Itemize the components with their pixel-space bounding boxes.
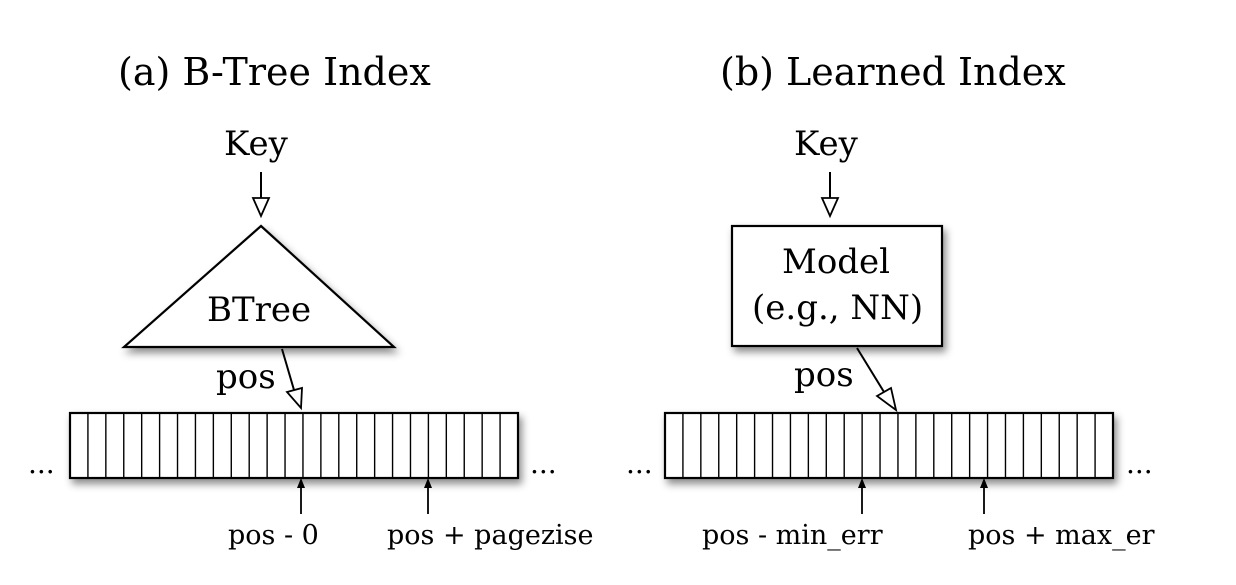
marker-arrowhead-right-b — [980, 478, 988, 488]
pos-label-b: pos — [794, 355, 854, 395]
marker-label-right-a: pos + pagezise — [387, 520, 594, 551]
record-array-b — [663, 411, 1115, 480]
btree-node-label: BTree — [207, 290, 312, 330]
panel-b — [663, 172, 1115, 514]
marker-arrowhead-right-a — [424, 478, 432, 488]
array-a-frame — [68, 411, 520, 480]
key-label-b: Key — [794, 124, 858, 164]
panel-a-title: (a) B-Tree Index — [118, 50, 431, 94]
pos-arrow-shaft-a — [281, 348, 295, 391]
ellipsis-right-b: ... — [1126, 447, 1153, 480]
pos-arrow-head-a — [285, 386, 303, 411]
pos-arrow-head-b — [875, 386, 898, 413]
pos-label-a: pos — [216, 357, 276, 397]
key-arrow-head-a — [251, 197, 271, 219]
marker-arrowhead-left-b — [858, 478, 866, 488]
model-label-line1: Model — [782, 242, 891, 282]
key-label-a: Key — [224, 124, 288, 164]
btree-triangle — [121, 224, 397, 349]
array-b-frame — [663, 411, 1115, 480]
ellipsis-left-b: ... — [626, 447, 653, 480]
model-box — [730, 224, 944, 348]
key-arrow-head-b — [820, 197, 840, 219]
marker-label-right-b: pos + max_er — [968, 520, 1155, 551]
marker-arrowhead-left-a — [297, 478, 305, 488]
ellipsis-right-a: ... — [530, 447, 557, 480]
model-label-line2: (e.g., NN) — [752, 288, 924, 328]
panel-a — [68, 172, 520, 514]
record-array-a — [68, 411, 520, 480]
marker-label-left-b: pos - min_err — [702, 520, 883, 551]
marker-label-left-a: pos - 0 — [228, 520, 319, 551]
pos-arrow-shaft-b — [856, 347, 885, 393]
panel-b-title: (b) Learned Index — [720, 50, 1066, 94]
ellipsis-left-a: ... — [28, 447, 55, 480]
